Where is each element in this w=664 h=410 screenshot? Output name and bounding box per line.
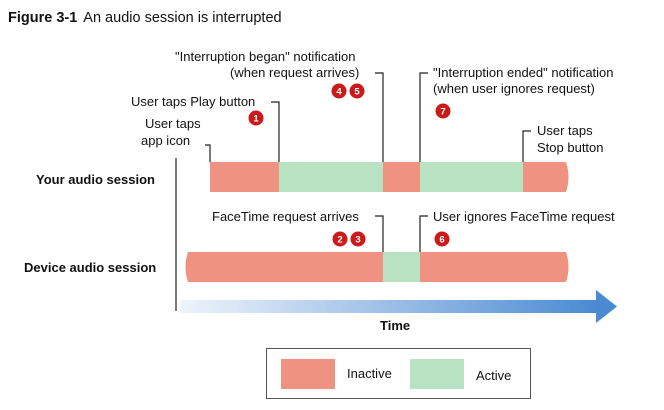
your-segment-active-2 — [420, 162, 523, 192]
badge-7-circle — [435, 103, 451, 119]
device-segment-inactive-1 — [185, 252, 383, 282]
legend-swatch-inactive — [281, 359, 335, 389]
annotation-app-icon-line-1: User taps — [145, 116, 201, 131]
device-segment-inactive-2 — [420, 252, 569, 282]
badge-5: 5 — [349, 83, 365, 99]
time-axis-label: Time — [380, 318, 410, 333]
badge-1-circle — [248, 110, 264, 126]
badge-5-label: 5 — [354, 87, 360, 98]
figure-label: Figure 3-1 — [8, 10, 78, 26]
legend-label-active: Active — [476, 368, 512, 383]
your-segment-active-1 — [279, 162, 383, 192]
your-segment-inactive-2 — [383, 162, 420, 192]
leader-ignores — [419, 215, 428, 252]
row-label-your-session: Your audio session — [36, 172, 155, 187]
badge-2-circle — [332, 231, 348, 247]
annotation-play: User taps Play button — [131, 94, 255, 109]
badge-3-circle — [350, 231, 366, 247]
leader-play — [271, 101, 280, 162]
leader-app-icon — [205, 144, 211, 162]
badge-3: 3 — [350, 231, 366, 247]
annotation-facetime: FaceTime request arrives — [212, 209, 359, 224]
time-arrow-head — [596, 290, 617, 323]
badge-6: 6 — [434, 231, 450, 247]
badge-6-label: 6 — [439, 235, 444, 246]
leader-ended — [419, 72, 428, 162]
leader-facetime — [375, 215, 384, 252]
annotation-began-line-1: "Interruption began" notification — [175, 49, 356, 64]
badge-2: 2 — [332, 231, 348, 247]
badge-7-label: 7 — [440, 107, 445, 118]
annotation-ended: "Interruption ended" notification (when … — [433, 65, 617, 96]
your-session-bar — [210, 162, 569, 192]
annotation-began: "Interruption began" notification (when … — [175, 49, 359, 80]
time-arrow-shaft — [180, 300, 598, 313]
badge-4-circle — [331, 83, 347, 99]
legend-swatch-active — [410, 359, 464, 389]
badge-7: 7 — [435, 103, 451, 119]
your-segment-inactive-3 — [523, 162, 569, 192]
time-arrow — [180, 290, 617, 323]
badge-1: 1 — [248, 110, 264, 126]
badge-3-label: 3 — [355, 235, 360, 246]
your-segment-inactive-1 — [210, 162, 279, 192]
annotation-stop-line-2: Stop button — [537, 140, 604, 155]
device-segment-active-1 — [383, 252, 420, 282]
legend: Inactive Active — [266, 348, 531, 399]
figure-caption: An audio session is interrupted — [83, 10, 282, 26]
badge-2-label: 2 — [337, 235, 342, 246]
figure-title: Figure 3-1 An audio session is interrupte… — [8, 10, 282, 26]
annotation-ignores: User ignores FaceTime request — [433, 209, 615, 224]
row-label-device-session: Device audio session — [24, 260, 156, 275]
annotation-began-line-2: (when request arrives) — [230, 65, 359, 80]
annotation-app-icon-line-2: app icon — [141, 133, 190, 148]
badge-1-label: 1 — [253, 114, 259, 125]
leader-began — [375, 72, 384, 162]
badge-4: 4 — [331, 83, 347, 99]
legend-label-inactive: Inactive — [347, 366, 392, 381]
badge-5-circle — [349, 83, 365, 99]
badge-6-circle — [434, 231, 450, 247]
annotation-ended-line-2: (when user ignores request) — [433, 81, 595, 96]
annotation-stop-line-1: User taps — [537, 123, 593, 138]
annotation-stop: User taps Stop button — [537, 123, 604, 155]
badge-4-label: 4 — [336, 87, 342, 98]
annotation-ended-line-1: "Interruption ended" notification — [433, 65, 614, 80]
device-session-bar — [185, 252, 569, 282]
leader-stop — [522, 130, 531, 162]
annotation-app-icon: User taps app icon — [141, 116, 204, 148]
